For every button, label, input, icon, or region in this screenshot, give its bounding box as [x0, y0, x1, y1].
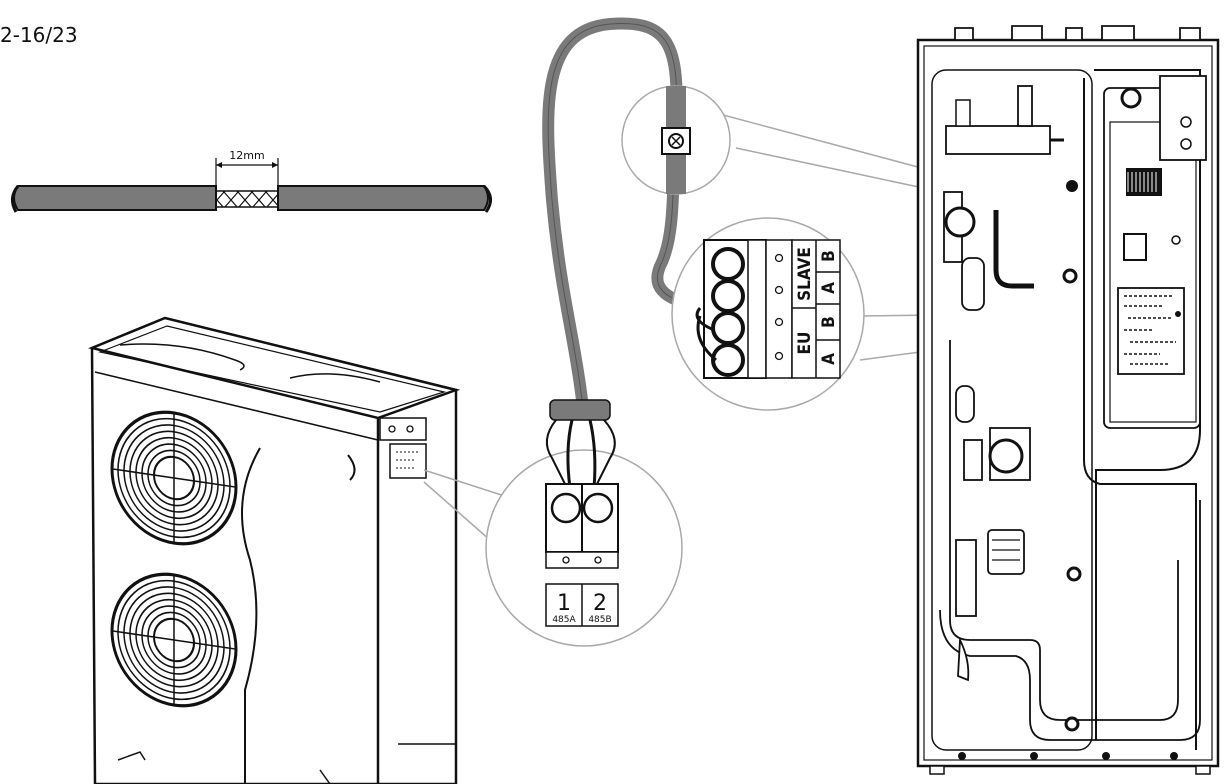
indoor-unit — [916, 25, 1220, 775]
indoor-terminal-callout: SLAVE A B EU A B — [671, 217, 1179, 411]
outdoor-pin-2-number: 2 — [593, 591, 607, 616]
outdoor-terminal-block: 1 485A 2 485B — [545, 399, 619, 627]
indoor-group-slave: SLAVE — [795, 247, 815, 301]
outdoor-pin-1-signal: 485A — [552, 615, 576, 625]
outdoor-pin-1-number: 1 — [557, 591, 571, 616]
indoor-slave-pin-b: B — [819, 250, 839, 262]
indoor-eu-pin-b: B — [819, 316, 839, 328]
indoor-slave-pin-a: A — [819, 282, 839, 294]
outdoor-unit — [87, 316, 461, 784]
indoor-group-eu: EU — [795, 332, 815, 355]
strip-dimension-label: 12mm — [229, 149, 264, 162]
figure-id: 2-16/23 — [0, 23, 78, 47]
stripped-cable-detail: 12mm — [11, 149, 492, 213]
indoor-eu-pin-a: A — [819, 353, 839, 365]
outdoor-pin-2-signal: 485B — [588, 615, 611, 625]
communication-cable — [542, 17, 712, 406]
